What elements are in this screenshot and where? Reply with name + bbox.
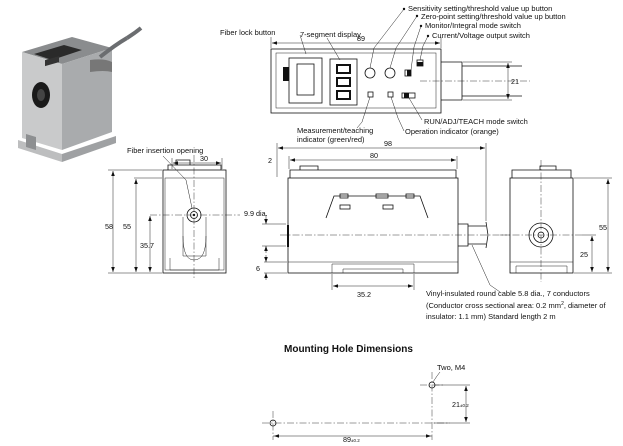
sensitivity-button-shape bbox=[364, 67, 376, 79]
label-current-voltage: Current/Voltage output switch bbox=[432, 31, 530, 40]
mount-holes-label: Two, M4 bbox=[437, 363, 465, 372]
label-sensitivity: Sensitivity setting/threshold value up b… bbox=[408, 4, 552, 13]
mounting-hole-drawing: Mounting Hole Dimensions Two, M4 21±0.2 … bbox=[262, 344, 470, 444]
front-view: 98 80 2 9.9 dia. 6 35.2 bbox=[244, 139, 510, 299]
mounting-title: Mounting Hole Dimensions bbox=[284, 344, 413, 355]
left-center-dim: 35.7 bbox=[140, 241, 154, 250]
fiber-lock-button-shape bbox=[288, 57, 323, 104]
label-cable-2: (Conductor cross sectional area: 0.2 mm2… bbox=[426, 301, 606, 310]
mount-v-dim: 21±0.2 bbox=[452, 400, 469, 409]
left-height-dim: 58 bbox=[105, 222, 113, 231]
label-operation: Operation indicator (orange) bbox=[405, 127, 499, 136]
front-body-dim: 80 bbox=[370, 151, 378, 160]
front-base-dim: 6 bbox=[256, 264, 260, 273]
label-measurement-2: indicator (green/red) bbox=[297, 135, 365, 144]
product-photo bbox=[18, 26, 143, 162]
right-side-view: 55 25 bbox=[500, 160, 612, 282]
mount-hole-left bbox=[269, 419, 277, 427]
front-offset-dim: 2 bbox=[268, 156, 272, 165]
front-total-dim: 98 bbox=[384, 139, 392, 148]
top-view: 89 21 bbox=[270, 7, 530, 132]
label-cable-3: insulator: 1.1 mm) Standard length 2 m bbox=[426, 312, 556, 321]
label-cable-1: Vinyl-insulated round cable 5.8 dia., 7 … bbox=[426, 289, 590, 298]
label-monitor: Monitor/Integral mode switch bbox=[425, 21, 521, 30]
label-zero-point: Zero-point setting/threshold value up bu… bbox=[421, 12, 566, 21]
label-measurement-1: Measurement/teaching bbox=[297, 126, 373, 135]
left-side-view: 30 58 55 35.7 bbox=[105, 154, 240, 280]
front-rail-dim: 35.2 bbox=[357, 290, 371, 299]
left-mid-dim: 55 bbox=[123, 222, 131, 231]
top-width-dim: 89 bbox=[357, 34, 365, 43]
top-height-dim: 21 bbox=[511, 77, 519, 86]
left-width-dim: 30 bbox=[200, 154, 208, 163]
label-fiber-lock: Fiber lock button bbox=[220, 28, 275, 37]
mount-h-dim: 89±0.2 bbox=[343, 435, 360, 444]
label-seven-segment: 7-segment display bbox=[300, 30, 361, 39]
label-fiber-insertion: Fiber insertion opening bbox=[127, 146, 203, 155]
right-height-dim: 55 bbox=[599, 223, 607, 232]
front-hole-dim: 9.9 dia. bbox=[244, 209, 268, 218]
seven-segment-display-shape bbox=[329, 58, 358, 106]
label-run-adj-teach: RUN/ADJ/TEACH mode switch bbox=[424, 117, 528, 126]
zero-point-button-shape bbox=[384, 67, 396, 79]
right-center-dim: 25 bbox=[580, 250, 588, 259]
